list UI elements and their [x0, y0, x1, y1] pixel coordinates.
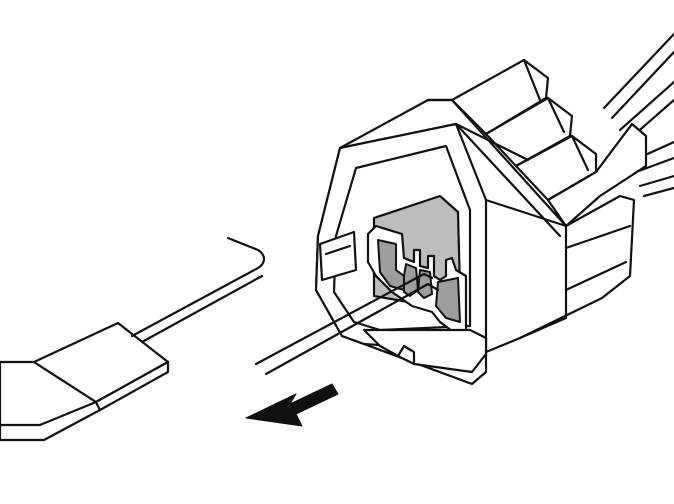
- latch-slot: [318, 230, 358, 282]
- tool-grip-side: [94, 360, 170, 412]
- tool-wire-inner: [140, 274, 264, 344]
- rear-rib-4: [546, 122, 648, 228]
- connector-icon: [314, 58, 648, 386]
- terminal-pick-tool-icon: [0, 236, 266, 442]
- inserted-pick: [254, 272, 440, 376]
- pull-direction-arrow-icon: [245, 383, 339, 427]
- rear-rib-3: [514, 134, 598, 202]
- terminal-4: [435, 277, 461, 323]
- tool-wire: [130, 236, 266, 338]
- rear-rib-1: [450, 58, 550, 136]
- lower-rail: [362, 328, 488, 374]
